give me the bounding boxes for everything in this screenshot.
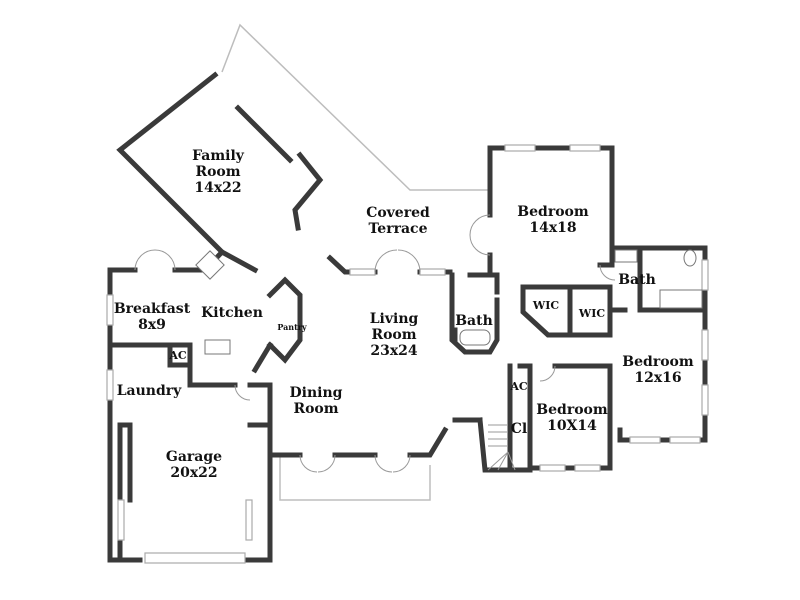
bedroom-2-size: 12x16 [634, 370, 681, 386]
stairs [487, 424, 516, 471]
bedroom-3-size: 10X14 [547, 418, 597, 434]
family-room-size: 14x22 [194, 180, 241, 196]
doors [134, 214, 616, 473]
breakfast-label: Breakfast [114, 301, 191, 317]
covered-terrace-label-line2: Terrace [369, 221, 428, 237]
family-room-label: Family [192, 148, 245, 164]
bedroom-2-label: Bedroom [622, 354, 694, 370]
family-room-label-line2: Room [195, 164, 240, 180]
laundry-label: Laundry [117, 383, 182, 399]
dining-room-label: Dining [290, 385, 343, 401]
wic-2-label: WIC [578, 307, 605, 320]
bedroom-3-label: Bedroom [536, 402, 608, 418]
breakfast-size: 8x9 [138, 317, 166, 333]
ac-1-label: AC [168, 349, 187, 362]
garage-size: 20x22 [170, 465, 217, 481]
fixtures [195, 249, 703, 355]
wic-1-label: WIC [532, 299, 559, 312]
bedroom-main-size: 14x18 [529, 220, 576, 236]
dining-room-label-line2: Room [293, 401, 338, 417]
living-room-label-line2: Room [371, 327, 416, 343]
windows [106, 144, 709, 564]
garage-label: Garage [166, 449, 222, 465]
walls [107, 71, 708, 563]
bath-2-label: Bath [618, 272, 656, 288]
closet-label: Cl [511, 421, 527, 437]
bedroom-main-label: Bedroom [517, 204, 589, 220]
pantry-label: Pantry [277, 322, 307, 332]
living-room-label: Living [370, 311, 419, 327]
living-room-size: 23x24 [370, 343, 418, 359]
kitchen-label: Kitchen [201, 305, 263, 321]
bath-1-label: Bath [455, 313, 493, 329]
covered-terrace-label: Covered [366, 205, 430, 221]
terrace-outline [221, 23, 490, 501]
ac-2-label: AC [509, 380, 528, 393]
